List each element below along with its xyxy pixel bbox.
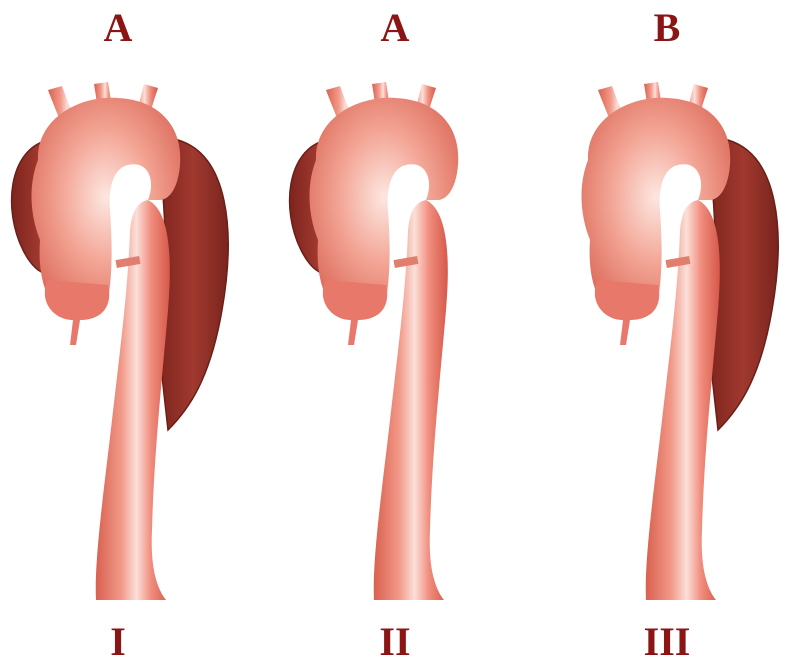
class-label-ii: II — [355, 622, 435, 662]
class-label-iii: III — [627, 622, 707, 662]
aorta-panel-i — [12, 82, 229, 600]
class-label-i: I — [78, 622, 158, 662]
aorta-panel-iii — [582, 82, 779, 600]
aorta-panel-ii — [290, 82, 459, 600]
